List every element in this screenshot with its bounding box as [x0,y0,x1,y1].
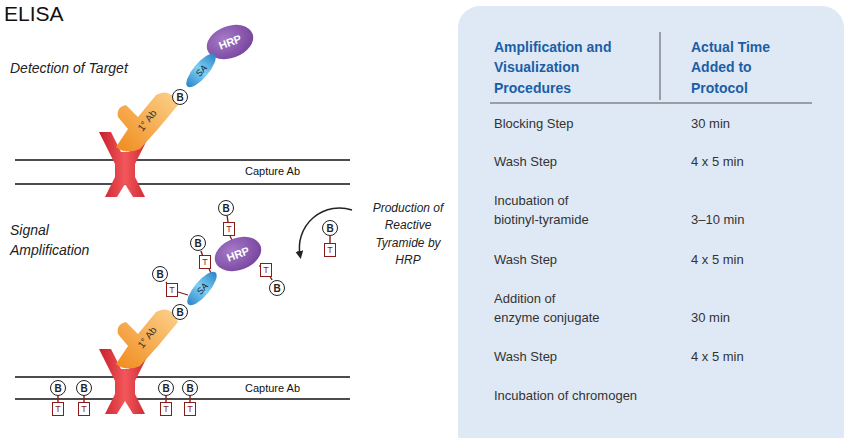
node-text: B [156,269,163,280]
node-text: T [263,265,269,275]
biotin-circle: B [218,200,234,216]
node-text: SA [194,280,209,296]
node-text: HRP [225,244,251,263]
node-text: B [162,383,169,394]
node-text: T [169,285,175,295]
node-text: B [54,383,61,394]
table-cell: 30 min [691,115,730,134]
table-cell: 3–10 min [691,211,744,230]
node-text: T [327,245,333,255]
node-text: T [226,224,232,234]
linker-stem [329,236,330,243]
plate-line [15,398,350,399]
plate-line [15,183,350,184]
table-cell: Incubation of biotinyl-tyramide [494,192,602,230]
figure-label: Capture Ab [245,382,300,394]
link-stem [178,292,188,295]
streptavidin: SA [182,49,220,91]
biotin-circle: B [172,89,188,105]
diagram-title: ELISA [4,2,64,26]
node-text: T [163,404,169,414]
tyramide-square: T [324,243,336,257]
biotin-circle: B [172,304,188,320]
linker-stem [270,277,272,280]
table-cell: Wash Step [494,153,557,172]
table-divider [660,32,661,100]
hrp-enzyme: HRP [210,231,266,277]
plate-line [15,159,350,160]
tyramide-square: T [184,402,196,416]
node-text: T [187,404,193,414]
biotin-circle: B [76,380,92,396]
node-text: HRP [217,32,243,51]
streptavidin: SA [183,267,221,309]
table-cell: 4 x 5 min [691,251,744,270]
table-cell: Wash Step [494,251,557,270]
figure-label: Production of Reactive Tyramide by HRP [364,200,452,270]
node-text: B [80,383,87,394]
table-cell: Wash Step [494,348,557,367]
table-rule [490,103,812,104]
biotin-circle: B [269,280,285,296]
node-text: SA [193,62,208,78]
figure-label: Detection of Target [10,58,128,78]
node-text: B [222,203,229,214]
node-text: T [202,257,208,267]
node-text: B [176,307,183,318]
biotin-circle: B [50,380,66,396]
table-panel [458,6,844,438]
figure-label: Signal Amplification [10,220,120,261]
plate-line [15,376,350,377]
biotin-circle: B [182,380,198,396]
node-text: B [273,283,280,294]
table-cell: 4 x 5 min [691,348,744,367]
table-cell: Addition of enzyme conjugate [494,290,602,328]
node-text: B [186,383,193,394]
tyramide-square: T [166,283,178,297]
tyramide-square: T [260,263,272,277]
table-header: Actual Time Added to Protocol [691,37,811,98]
table-cell: 30 min [691,309,730,328]
biotin-circle: B [190,235,206,251]
biotin-circle: B [152,266,168,282]
tyramide-square: T [223,222,235,236]
table-cell: 4 x 5 min [691,153,744,172]
table-header: Amplification and Visualization Procedur… [494,37,654,98]
node-text: B [176,92,183,103]
table-cell: Blocking Step [494,115,574,134]
node-text: B [194,238,201,249]
tyramide-square: T [52,402,64,416]
figure-label: Capture Ab [245,165,300,177]
table-cell: Incubation of chromogen [494,387,637,406]
biotin-circle: B [322,220,338,236]
tyramide-square: T [78,402,90,416]
tyramide-square: T [199,255,211,269]
node-text: T [81,404,87,414]
biotin-circle: B [158,380,174,396]
node-text: T [55,404,61,414]
node-text: B [326,223,333,234]
tyramide-square: T [160,402,172,416]
